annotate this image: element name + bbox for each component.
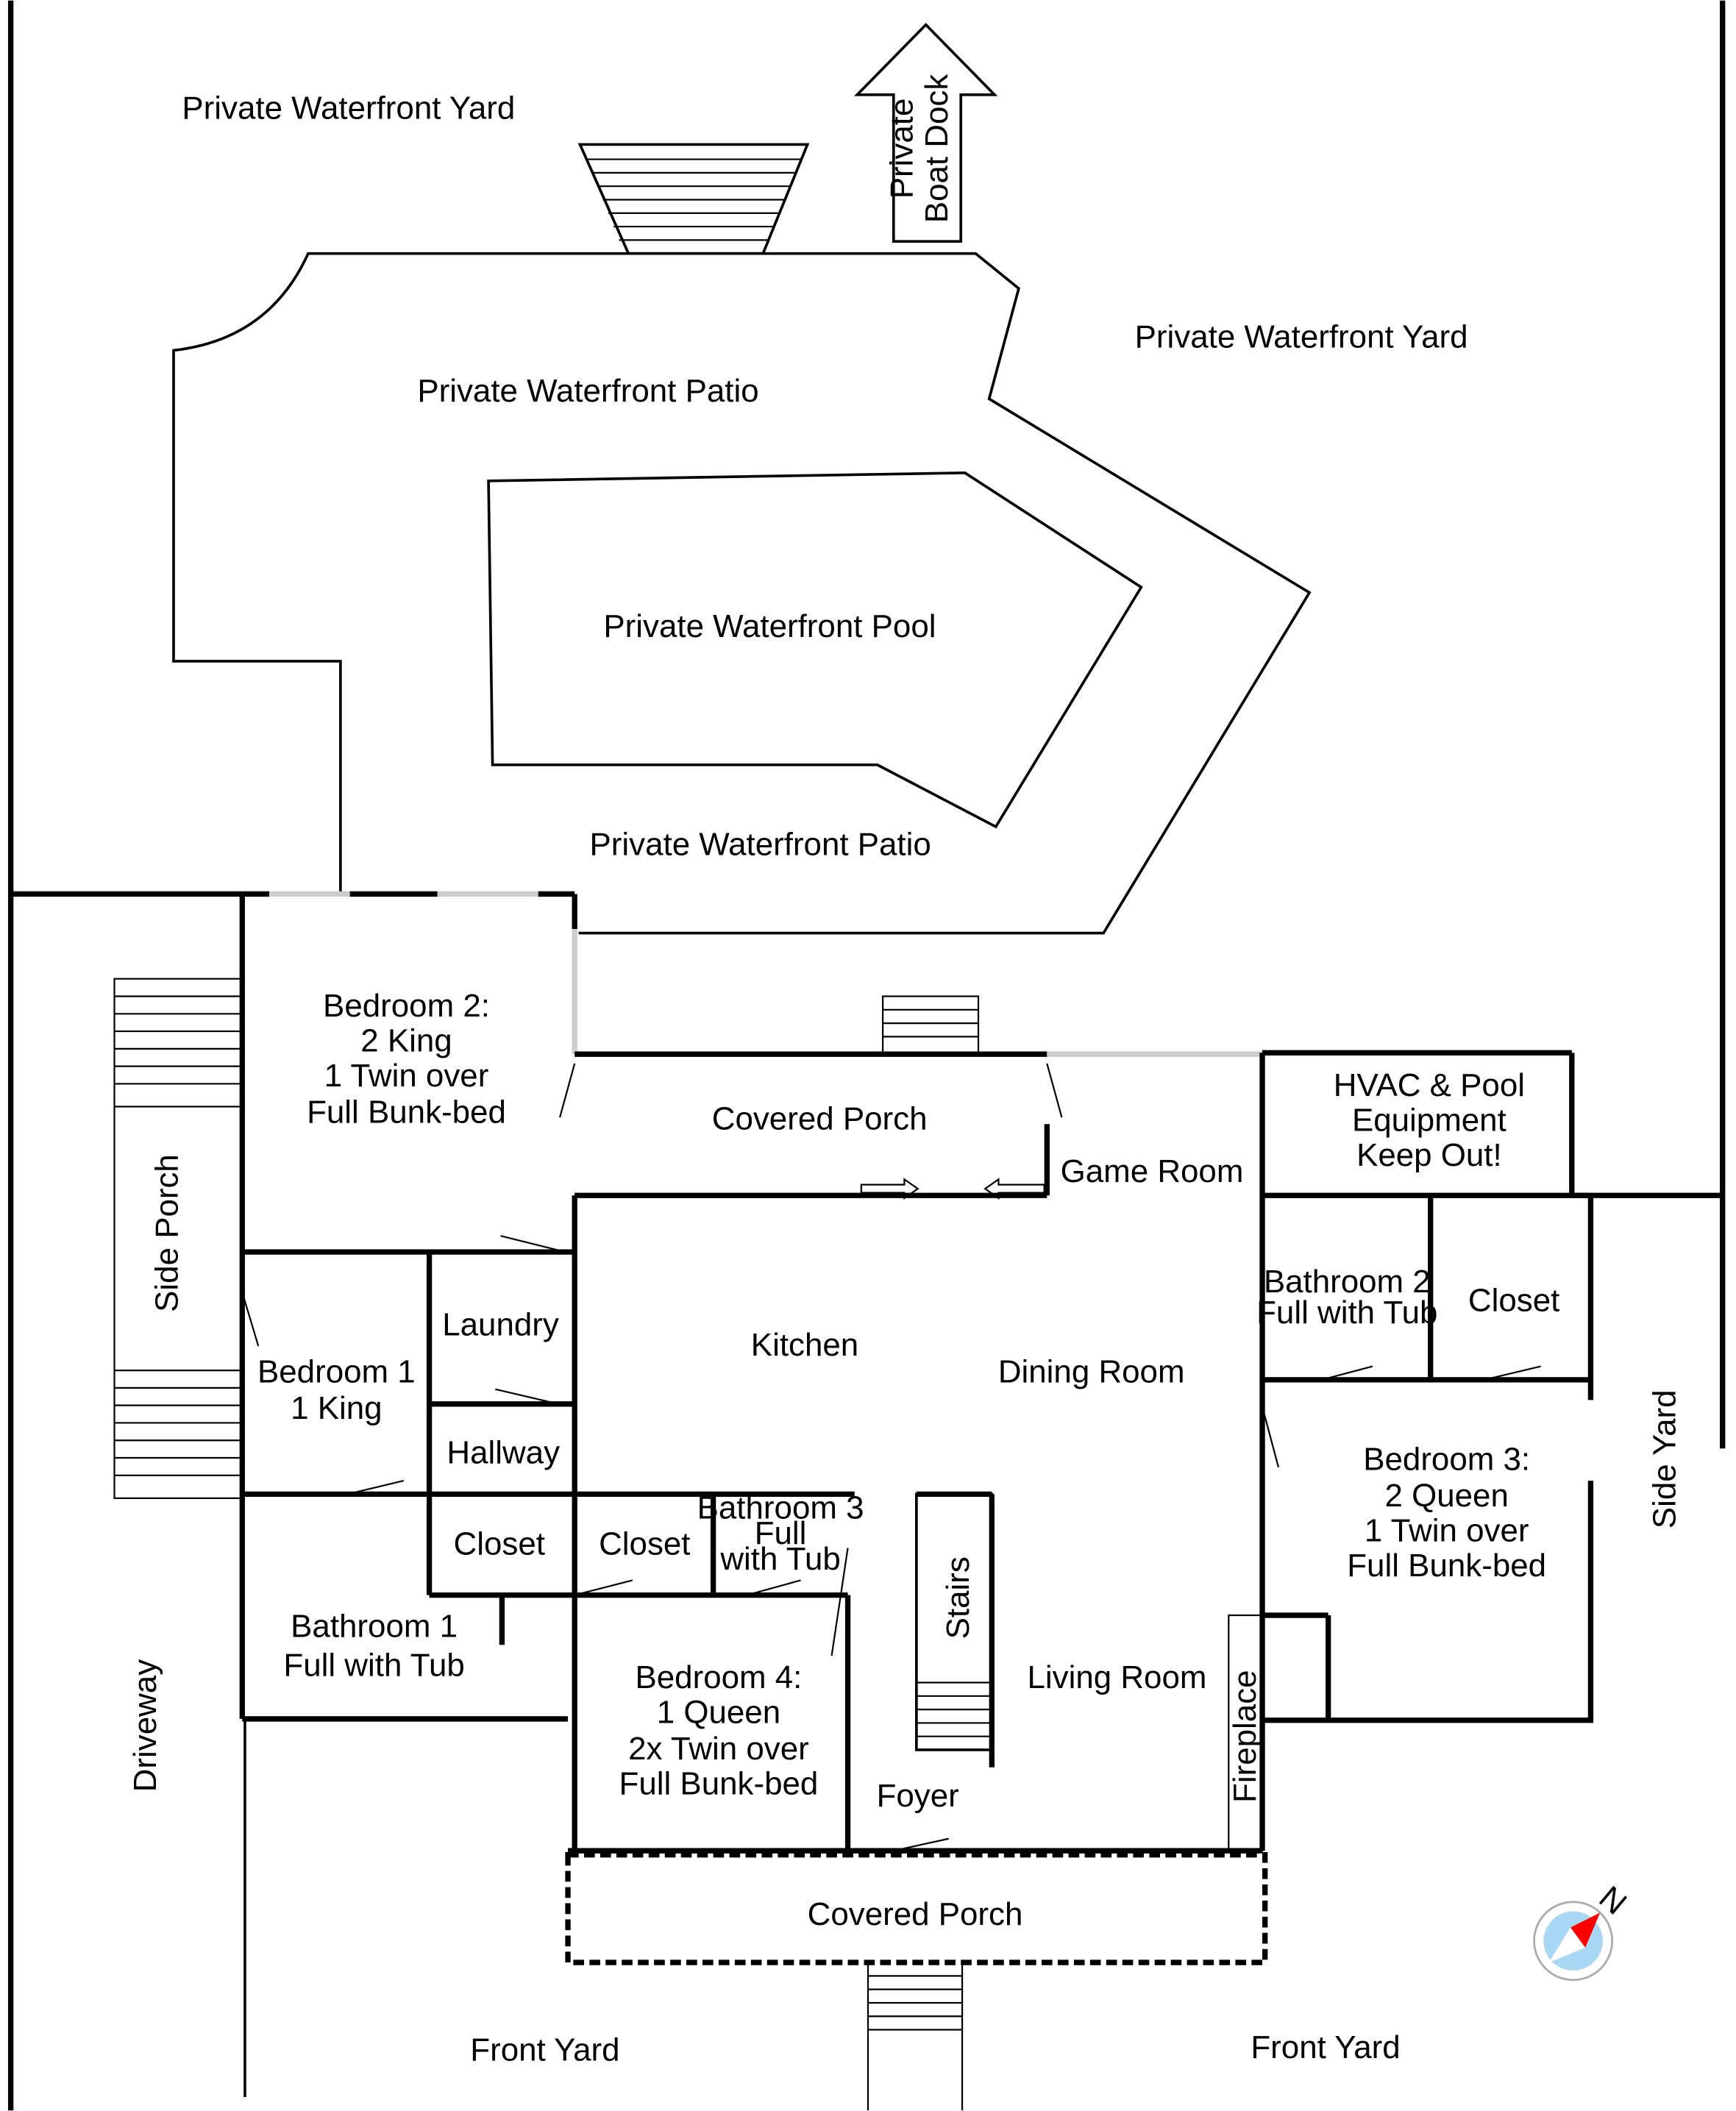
bedroom3-line: 2 Queen (1384, 1478, 1508, 1514)
boat-dock-line1: Private (883, 99, 919, 199)
bedroom4-line: Bedroom 4: (635, 1659, 802, 1695)
label-closet-a: Closet (454, 1526, 545, 1562)
boat-dock-line2: Boat Dock (919, 74, 955, 224)
label-kitchen: Kitchen (751, 1327, 858, 1363)
label-yard-top-right: Private Waterfront Yard (1135, 319, 1468, 355)
bathroom2-line: Bathroom 2 (1264, 1264, 1431, 1300)
label-patio-bottom: Private Waterfront Patio (590, 826, 931, 862)
bathroom2-line: Full with Tub (1256, 1295, 1437, 1331)
bedroom2-line: Bedroom 2: (323, 988, 490, 1024)
label-closet-b: Closet (599, 1526, 690, 1562)
hvac-line: Equipment (1352, 1102, 1506, 1138)
label-pool: Private Waterfront Pool (603, 608, 936, 644)
label-hvac: HVAC & Pool Equipment Keep Out! (1334, 1067, 1525, 1173)
label-yard-top-left: Private Waterfront Yard (182, 90, 515, 127)
front-stairs (867, 1962, 964, 2111)
bathroom3-line: Full (755, 1515, 807, 1551)
bedroom3-line: Bedroom 3: (1363, 1441, 1530, 1477)
bathroom1-line: Bathroom 1 (291, 1608, 458, 1644)
label-side-porch: Side Porch (149, 1154, 185, 1312)
hvac-line: HVAC & Pool (1334, 1067, 1525, 1103)
label-fireplace: Fireplace (1227, 1670, 1263, 1803)
label-closet-right: Closet (1468, 1283, 1559, 1319)
label-side-yard: Side Yard (1647, 1389, 1683, 1528)
bathroom3-line: with Tub (719, 1541, 840, 1577)
label-hallway: Hallway (447, 1434, 560, 1470)
label-game-room: Game Room (1061, 1153, 1244, 1189)
fireplace-outline (1228, 1614, 1264, 1852)
label-covered-porch-front: Covered Porch (808, 1896, 1023, 1932)
bedroom2-line: 1 Twin over (324, 1058, 489, 1094)
label-bathroom1: Bathroom 1 Full with Tub (283, 1608, 464, 1683)
label-driveway: Driveway (127, 1659, 163, 1793)
front-porch-outline (565, 1852, 1268, 1965)
label-bathroom3: Bathroom 3 Full with Tub (697, 1489, 864, 1577)
bathroom1-line: Full with Tub (283, 1647, 464, 1683)
property-lines (7, 0, 1726, 2111)
hvac-line: Keep Out! (1356, 1137, 1502, 1173)
bedroom2-line: Full Bunk-bed (307, 1094, 506, 1130)
bedroom1-line: 1 King (291, 1390, 382, 1426)
patio-outline (172, 252, 1312, 935)
bedroom4-line: Full Bunk-bed (619, 1765, 819, 1801)
label-front-yard-right: Front Yard (1251, 2029, 1400, 2065)
bedroom1-line: Bedroom 1 (257, 1354, 416, 1390)
side-porch-stairs (113, 978, 243, 1499)
label-living-room: Living Room (1027, 1659, 1206, 1695)
bathroom3-line: Bathroom 3 (697, 1489, 864, 1526)
doors (241, 1063, 1541, 1852)
label-bedroom4: Bedroom 4: 1 Queen 2x Twin over Full Bun… (619, 1659, 819, 1802)
compass-icon: N (1533, 1879, 1634, 1982)
label-patio-top: Private Waterfront Patio (417, 373, 758, 409)
pool-outline (487, 471, 1143, 829)
interior-stairs (915, 1492, 994, 1751)
boat-dock-arrow-icon (854, 23, 998, 243)
bedroom4-line: 2x Twin over (628, 1731, 809, 1767)
label-bedroom3: Bedroom 3: 2 Queen 1 Twin over Full Bunk… (1347, 1441, 1546, 1584)
label-foyer: Foyer (877, 1778, 959, 1814)
label-dining-room: Dining Room (998, 1354, 1185, 1390)
waterfront-stairs (577, 143, 810, 255)
label-boat-dock: Private Boat Dock (883, 74, 955, 224)
label-stairs: Stairs (940, 1556, 976, 1639)
bedroom3-line: 1 Twin over (1365, 1512, 1529, 1548)
bedroom2-line: 2 King (360, 1023, 452, 1059)
label-laundry: Laundry (442, 1307, 559, 1343)
label-bathroom2: Bathroom 2 Full with Tub (1256, 1264, 1437, 1331)
back-porch-stairs (882, 995, 980, 1054)
label-bedroom2: Bedroom 2: 2 King 1 Twin over Full Bunk-… (307, 988, 506, 1131)
label-covered-porch-back: Covered Porch (712, 1101, 928, 1137)
bedroom4-line: 1 Queen (657, 1694, 780, 1730)
label-bedroom1: Bedroom 1 1 King (257, 1354, 416, 1426)
bedroom3-line: Full Bunk-bed (1347, 1548, 1546, 1584)
label-front-yard-left: Front Yard (470, 2032, 619, 2068)
